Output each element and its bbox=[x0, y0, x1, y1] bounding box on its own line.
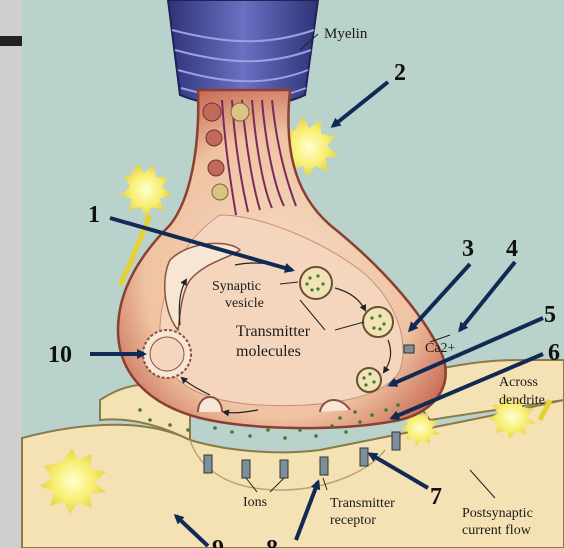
number-4: 4 bbox=[506, 236, 518, 262]
presynaptic-terminal bbox=[118, 90, 446, 428]
number-7: 7 bbox=[430, 484, 442, 510]
number-1: 1 bbox=[88, 202, 100, 228]
arrow-4 bbox=[460, 262, 515, 330]
label-transmitter: Transmitter bbox=[236, 323, 311, 340]
label-molecules: molecules bbox=[236, 343, 301, 360]
label-synaptic: Synaptic bbox=[212, 279, 261, 294]
label-postsynaptic-1: Postsynaptic bbox=[462, 506, 533, 521]
label-transmitter-receptor-1: Transmitter bbox=[330, 496, 395, 511]
label-transmitter-receptor-2: receptor bbox=[330, 513, 376, 528]
arrow-3 bbox=[410, 264, 470, 330]
number-5: 5 bbox=[544, 302, 556, 328]
label-across: Across bbox=[499, 375, 538, 390]
label-ions: Ions bbox=[243, 495, 267, 510]
number-3: 3 bbox=[462, 236, 474, 262]
number-8: 8 bbox=[266, 536, 278, 548]
arrow-2 bbox=[333, 82, 388, 126]
label-vesicle: vesicle bbox=[225, 296, 264, 311]
number-2: 2 bbox=[394, 60, 406, 86]
label-myelin: Myelin bbox=[324, 26, 368, 42]
slide-border bbox=[0, 0, 22, 548]
label-postsynaptic-2: current flow bbox=[462, 523, 532, 538]
number-10: 10 bbox=[48, 342, 72, 368]
label-dendrite: dendrite bbox=[499, 393, 545, 408]
number-9: 9 bbox=[212, 536, 224, 548]
slide-bar bbox=[0, 36, 22, 46]
label-calcium: Ca2+ bbox=[425, 341, 456, 356]
number-6: 6 bbox=[548, 340, 560, 366]
